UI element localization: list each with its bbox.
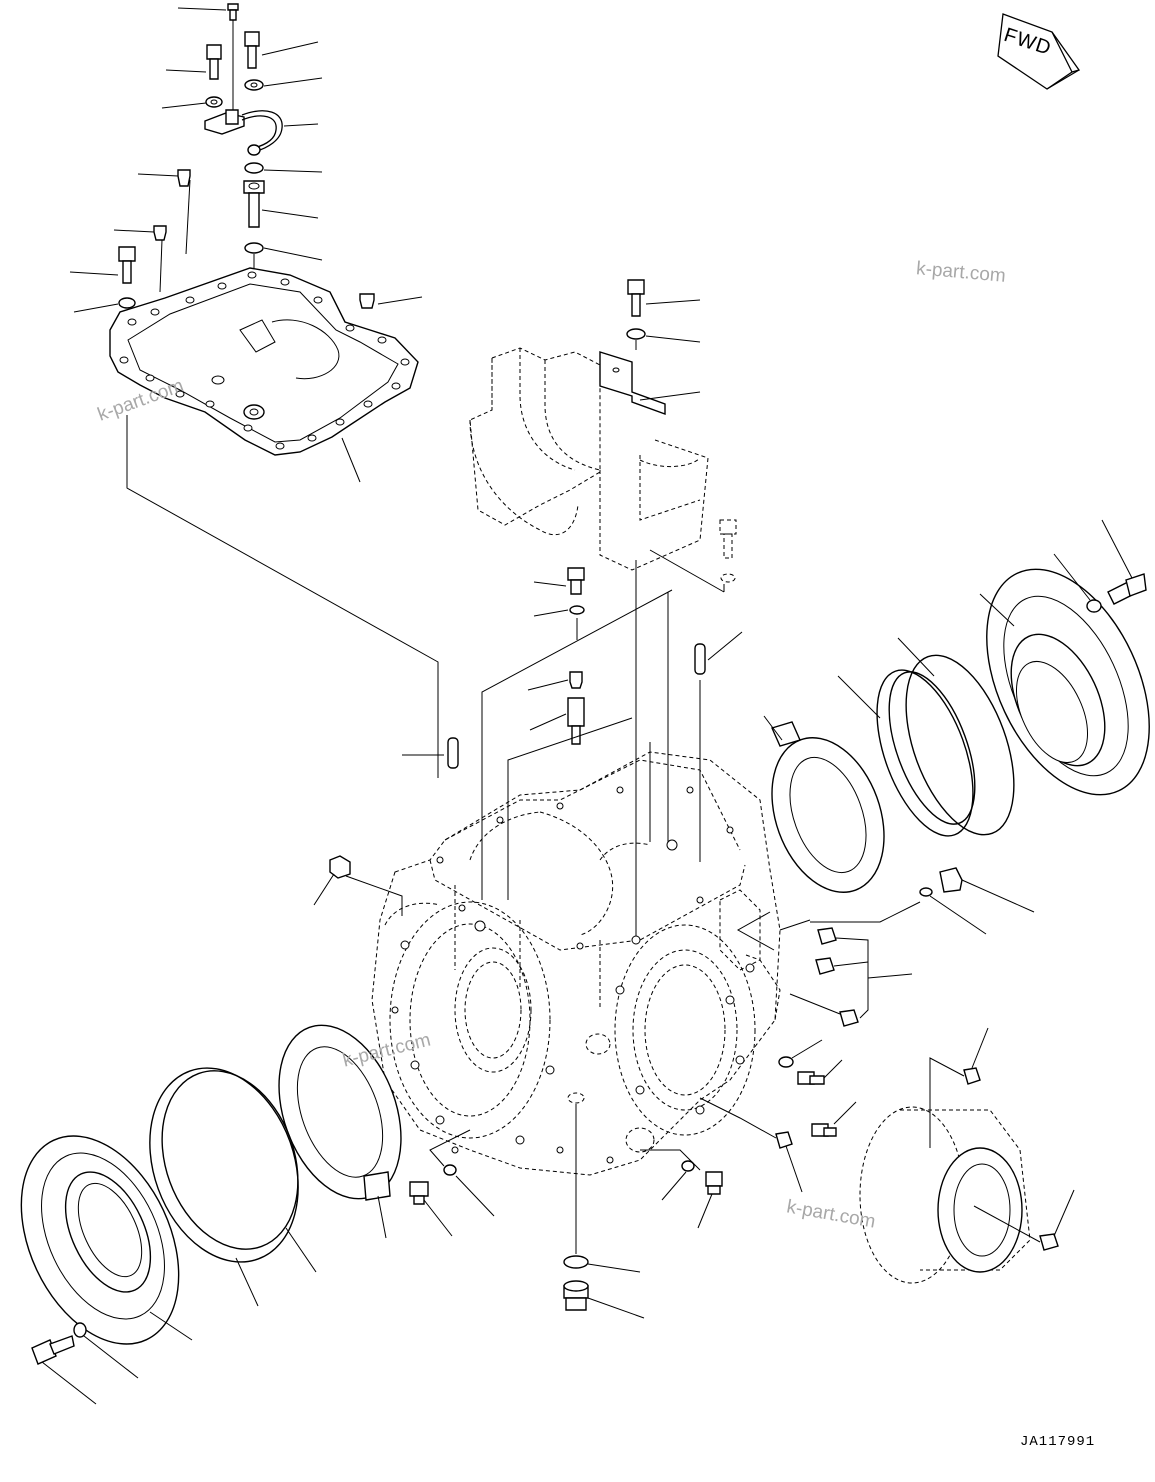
left-hub-group bbox=[20, 1024, 495, 1405]
drawing-code: JA117991 bbox=[1020, 1434, 1096, 1450]
axle-housing bbox=[371, 751, 781, 1176]
right-hub-group bbox=[699, 519, 1150, 1284]
oil-pan-cover bbox=[109, 267, 419, 483]
guard-bracket bbox=[469, 279, 737, 593]
center-fastener-group bbox=[402, 560, 743, 940]
fwd-arrow-icon bbox=[997, 13, 1081, 90]
housing-plug-group bbox=[313, 855, 1035, 1027]
leader-cover bbox=[126, 415, 439, 778]
drain-plug-group bbox=[563, 1092, 723, 1319]
top-fastener-group bbox=[69, 3, 423, 410]
